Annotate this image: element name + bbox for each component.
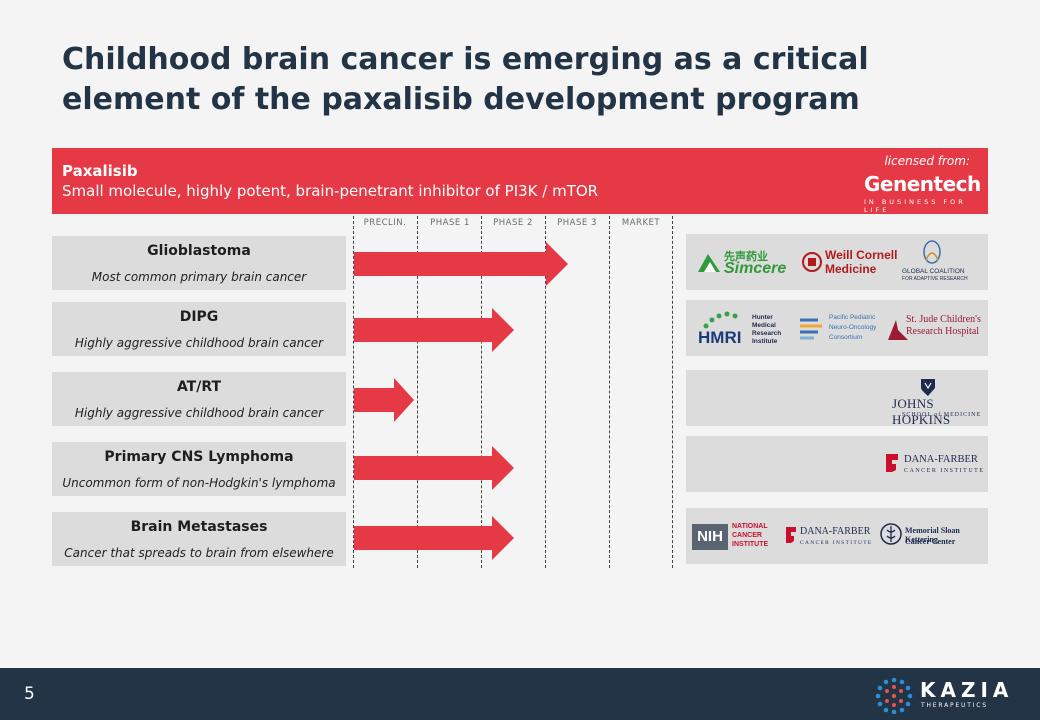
hmri-text-3: Research [752, 330, 782, 337]
indication-row: DIPG Highly aggressive childhood brain c… [52, 302, 346, 356]
hmri-text-1: Hunter [752, 314, 773, 321]
indication-name: DIPG [179, 309, 219, 325]
drug-name: Paxalisib [62, 162, 138, 180]
indication-row: AT/RT Highly aggressive childhood brain … [52, 372, 346, 426]
indication-name: Glioblastoma [147, 243, 251, 259]
partner-logos-dipg: HMRI Hunter Medical Research Institute P… [686, 300, 988, 356]
phase-header-market: MARKET [621, 218, 661, 228]
partner-logos-brain-metastases: NIH NATIONAL CANCER INSTITUTE DANA-FARBE… [686, 508, 988, 564]
st-jude-figure-icon [888, 320, 908, 340]
gcar-line2: FOR ADAPTIVE RESEARCH [902, 276, 968, 282]
dana-farber-icon [886, 454, 898, 472]
msk-line1: Memorial Sloan Kettering [905, 526, 960, 544]
gcar-line1: GLOBAL COALITION [902, 268, 965, 275]
indication-row: Glioblastoma Most common primary brain c… [52, 236, 346, 290]
indication-description: Uncommon form of non-Hodgkin's lymphoma [62, 476, 336, 490]
footer-bar: 5 KAZIA THERAPEUTICS [0, 668, 1040, 720]
nci-line1: NATIONAL [732, 523, 768, 530]
progress-arrow-dipg [354, 308, 514, 352]
licensed-from-label: licensed from: [884, 154, 970, 168]
phase-divider [353, 216, 354, 568]
partner-logos-atrt: JOHNS HOPKINS SCHOOL of MEDICINE [686, 370, 988, 427]
nci-line2: CANCER [732, 532, 762, 539]
phase-header-phase1: PHASE 1 [430, 218, 470, 228]
genentech-tagline: IN BUSINESS FOR LIFE [864, 198, 966, 214]
phase-header-phase2: PHASE 2 [493, 218, 533, 228]
genentech-logo: Genentech [864, 172, 981, 196]
phase-header-phase3: PHASE 3 [557, 218, 597, 228]
johns-hopkins-sub: SCHOOL of MEDICINE [902, 412, 982, 418]
indication-name: Primary CNS Lymphoma [104, 449, 294, 465]
weill-cornell-line1: Weill Cornell [825, 248, 898, 262]
phase-divider [545, 216, 546, 568]
ppnoc-line1: Pacific Pediatric [829, 314, 876, 321]
hmri-text-2: Medical [752, 322, 776, 329]
simcere-icon [698, 254, 720, 272]
kazia-logo: KAZIA [920, 678, 1014, 702]
dana-farber-logo: DANA-FARBER [904, 454, 978, 465]
ppnoc-line2: Neuro-Oncology [829, 324, 877, 331]
indication-row: Brain Metastases Cancer that spreads to … [52, 512, 346, 566]
indication-description: Highly aggressive childhood brain cancer [74, 406, 324, 420]
phase-divider [609, 216, 610, 568]
hmri-text-4: Institute [752, 338, 778, 345]
dana-farber-logo: DANA-FARBER [800, 526, 871, 537]
progress-arrow-atrt [354, 378, 414, 422]
indication-name: Brain Metastases [130, 519, 268, 535]
progress-arrow-glioblastoma [354, 242, 568, 286]
phase-divider [481, 216, 482, 568]
hmri-logo: HMRI [698, 328, 742, 347]
ppnoc-icon [800, 318, 822, 340]
partner-logos-cns-lymphoma: DANA-FARBER CANCER INSTITUTE [686, 436, 988, 492]
dana-farber-icon [786, 527, 796, 543]
simcere-logo: Simcere [724, 260, 787, 277]
johns-hopkins-shield-icon [921, 379, 935, 396]
nih-logo: NIH [692, 524, 728, 550]
kazia-tagline: THERAPEUTICS [921, 702, 988, 709]
drug-description: Small molecule, highly potent, brain-pen… [62, 182, 599, 200]
st-jude-line1: St. Jude Children's [906, 314, 981, 325]
phase-header-preclin: PRECLIN. [363, 218, 407, 228]
indication-name: AT/RT [176, 379, 222, 395]
nci-line3: INSTITUTE [732, 541, 769, 548]
indication-description: Cancer that spreads to brain from elsewh… [64, 546, 334, 560]
weill-cornell-seal-icon [802, 252, 822, 272]
ppnoc-line3: Consortium [829, 334, 863, 341]
simcere-chinese: 先声药业 [724, 251, 768, 263]
indication-description: Most common primary brain cancer [91, 270, 307, 284]
partner-logos-glioblastoma: 先声药业 Simcere Weill Cornell Medicine GLOB… [686, 234, 988, 290]
indication-row: Primary CNS Lymphoma Uncommon form of no… [52, 442, 346, 496]
msk-icon [880, 523, 902, 545]
st-jude-line2: Research Hospital [906, 326, 980, 337]
johns-hopkins-logo: JOHNS HOPKINS [892, 396, 951, 427]
progress-arrow-brain-metastases [354, 516, 514, 560]
page-number: 5 [24, 684, 35, 704]
dana-farber-sub: CANCER INSTITUTE [800, 540, 873, 546]
hmri-dots-icon [703, 311, 738, 329]
msk-line2: Cancer Center [905, 537, 956, 546]
weill-cornell-line2: Medicine [825, 262, 877, 276]
phase-divider [417, 216, 418, 568]
indication-description: Highly aggressive childhood brain cancer [74, 336, 324, 350]
slide-title: Childhood brain cancer is emerging as a … [62, 42, 869, 117]
gcar-icon [923, 240, 941, 264]
kazia-dots-icon [875, 677, 913, 714]
drug-banner: Paxalisib Small molecule, highly potent,… [52, 148, 988, 214]
progress-arrow-cns-lymphoma [354, 446, 514, 490]
dana-farber-sub: CANCER INSTITUTE [904, 468, 985, 474]
phase-divider [672, 216, 673, 568]
